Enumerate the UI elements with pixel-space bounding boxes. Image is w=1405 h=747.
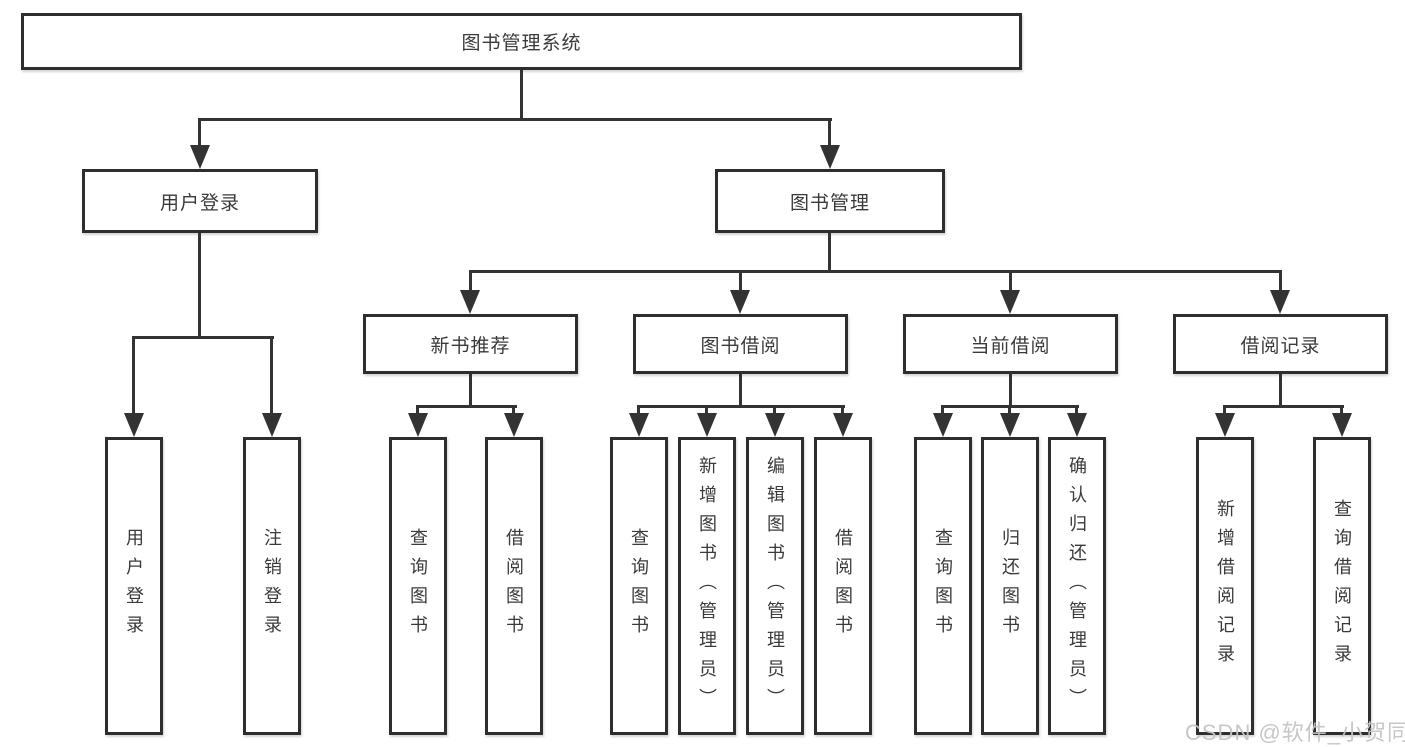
connector-line <box>1009 374 1012 408</box>
csdn-watermark: CSDN @软件_小贺同学 <box>1185 720 1405 745</box>
node-book-management: 图书管理 <box>715 169 945 233</box>
node-current-borrow: 当前借阅 <box>903 314 1118 374</box>
leaf-add-books-admin: 新增图书（管理员） <box>678 437 736 735</box>
connector-line <box>1340 405 1343 417</box>
arrow-down-icon <box>1067 413 1087 437</box>
connector-line <box>198 118 832 121</box>
leaf-query-borrow-record: 查询借阅记录 <box>1313 437 1371 735</box>
arrow-down-icon <box>1215 413 1235 437</box>
leaf-query-books-borrow: 查询图书 <box>610 437 668 735</box>
connector-line <box>1223 405 1226 417</box>
arrow-down-icon <box>504 413 524 437</box>
arrow-down-icon <box>1000 290 1020 314</box>
connector-line <box>739 270 742 294</box>
connector-line <box>941 405 944 417</box>
connector-line <box>132 336 274 339</box>
arrow-down-icon <box>697 413 717 437</box>
arrow-down-icon <box>629 413 649 437</box>
connector-line <box>705 405 708 417</box>
connector-line <box>828 118 831 146</box>
connector-line <box>416 405 419 417</box>
leaf-logout: 注销登录 <box>243 437 301 735</box>
connector-line <box>637 405 845 408</box>
connector-line <box>1279 270 1282 294</box>
arrow-down-icon <box>1332 413 1352 437</box>
leaf-add-borrow-record: 新增借阅记录 <box>1196 437 1254 735</box>
arrow-down-icon <box>124 413 144 437</box>
arrow-down-icon <box>730 290 750 314</box>
connector-line <box>841 405 844 417</box>
arrow-down-icon <box>262 413 282 437</box>
leaf-confirm-return-admin: 确认归还（管理员） <box>1048 437 1106 735</box>
node-book-borrow: 图书借阅 <box>633 314 848 374</box>
connector-line <box>469 270 472 294</box>
connector-line <box>828 233 831 272</box>
node-borrow-records: 借阅记录 <box>1173 314 1388 374</box>
leaf-borrow-books-recommend: 借阅图书 <box>485 437 543 735</box>
arrow-down-icon <box>1270 290 1290 314</box>
leaf-query-books-recommend: 查询图书 <box>389 437 447 735</box>
arrow-down-icon <box>765 413 785 437</box>
arrow-down-icon <box>933 413 953 437</box>
connector-line <box>773 405 776 417</box>
arrow-down-icon <box>460 290 480 314</box>
connector-line <box>198 233 201 338</box>
node-root-library-system: 图书管理系统 <box>21 13 1022 70</box>
connector-line <box>520 70 523 118</box>
leaf-user-login: 用户登录 <box>105 437 163 735</box>
leaf-query-books-current: 查询图书 <box>914 437 972 735</box>
connector-line <box>637 405 640 417</box>
arrow-down-icon <box>1000 413 1020 437</box>
leaf-borrow-books: 借阅图书 <box>814 437 872 735</box>
arrow-down-icon <box>408 413 428 437</box>
connector-line <box>739 374 742 408</box>
arrow-down-icon <box>190 145 210 169</box>
leaf-return-books: 归还图书 <box>981 437 1039 735</box>
arrow-down-icon <box>833 413 853 437</box>
connector-line <box>198 118 201 146</box>
connector-line <box>1075 405 1078 417</box>
node-user-login: 用户登录 <box>82 169 318 233</box>
connector-line <box>469 270 1282 273</box>
connector-line <box>132 336 135 416</box>
connector-line <box>469 374 472 408</box>
connector-line <box>1009 270 1012 294</box>
node-new-book-recommend: 新书推荐 <box>363 314 578 374</box>
connector-line <box>1008 405 1011 417</box>
connector-line <box>270 336 273 416</box>
leaf-edit-books-admin: 编辑图书（管理员） <box>746 437 804 735</box>
connector-line <box>512 405 515 417</box>
connector-line <box>1279 374 1282 408</box>
connector-line <box>416 405 517 408</box>
arrow-down-icon <box>820 145 840 169</box>
connector-line <box>1223 405 1344 408</box>
